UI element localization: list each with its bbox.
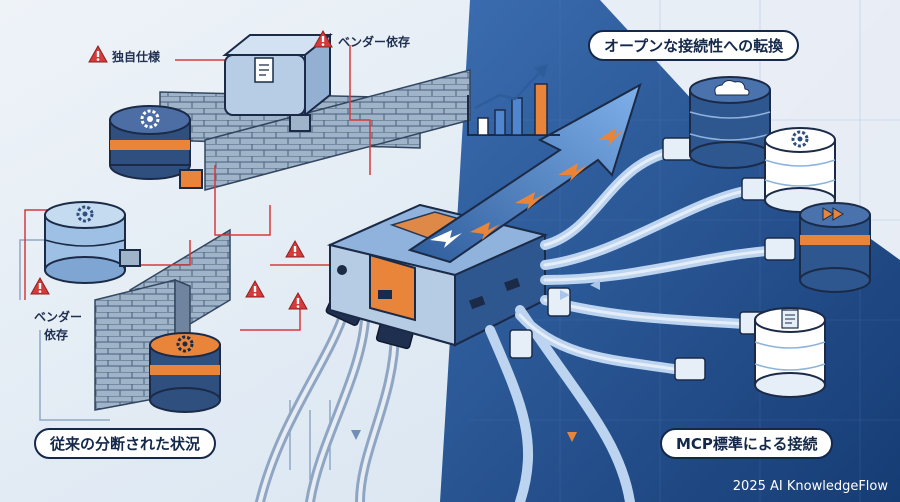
gear-icon — [176, 335, 194, 353]
server-document — [222, 32, 333, 132]
flow-arrows — [351, 280, 600, 442]
server-media — [799, 202, 871, 293]
play-icon — [822, 207, 844, 221]
connection-hub — [326, 203, 549, 347]
document-icon — [254, 57, 274, 83]
caption-mcp-standard: MCP標準による接続 — [660, 428, 834, 459]
footer-credit: 2025 AI KnowledgeFlow — [732, 479, 888, 494]
right-grid — [470, 0, 900, 502]
brick-wall-diagonal — [204, 69, 471, 191]
bar-chart-icon — [467, 64, 560, 136]
gear-icon — [76, 205, 94, 223]
label-proprietary: 独自仕様 — [112, 50, 161, 64]
server-document-right — [754, 307, 826, 398]
server-cloud — [689, 76, 771, 169]
server-gear-left — [44, 201, 141, 284]
gear-icon — [791, 130, 809, 148]
label-vendor-dependency-side-line1: ベンダー — [34, 310, 83, 324]
label-vendor-dependency-side-line2: 依存 — [44, 328, 69, 342]
growth-arrow — [407, 82, 642, 264]
server-gear-top-left — [109, 105, 203, 189]
document-icon — [781, 309, 799, 329]
server-gear-right — [764, 127, 836, 213]
gear-icon — [140, 109, 160, 129]
caption-legacy-situation: 従来の分断された状況 — [34, 428, 217, 459]
label-vendor-dependency-top: ベンダー依存 — [338, 35, 411, 49]
server-gear-bottom — [149, 332, 221, 413]
cloud-icon — [714, 80, 750, 96]
caption-open-connectivity: オープンな接続性への転換 — [588, 30, 800, 61]
